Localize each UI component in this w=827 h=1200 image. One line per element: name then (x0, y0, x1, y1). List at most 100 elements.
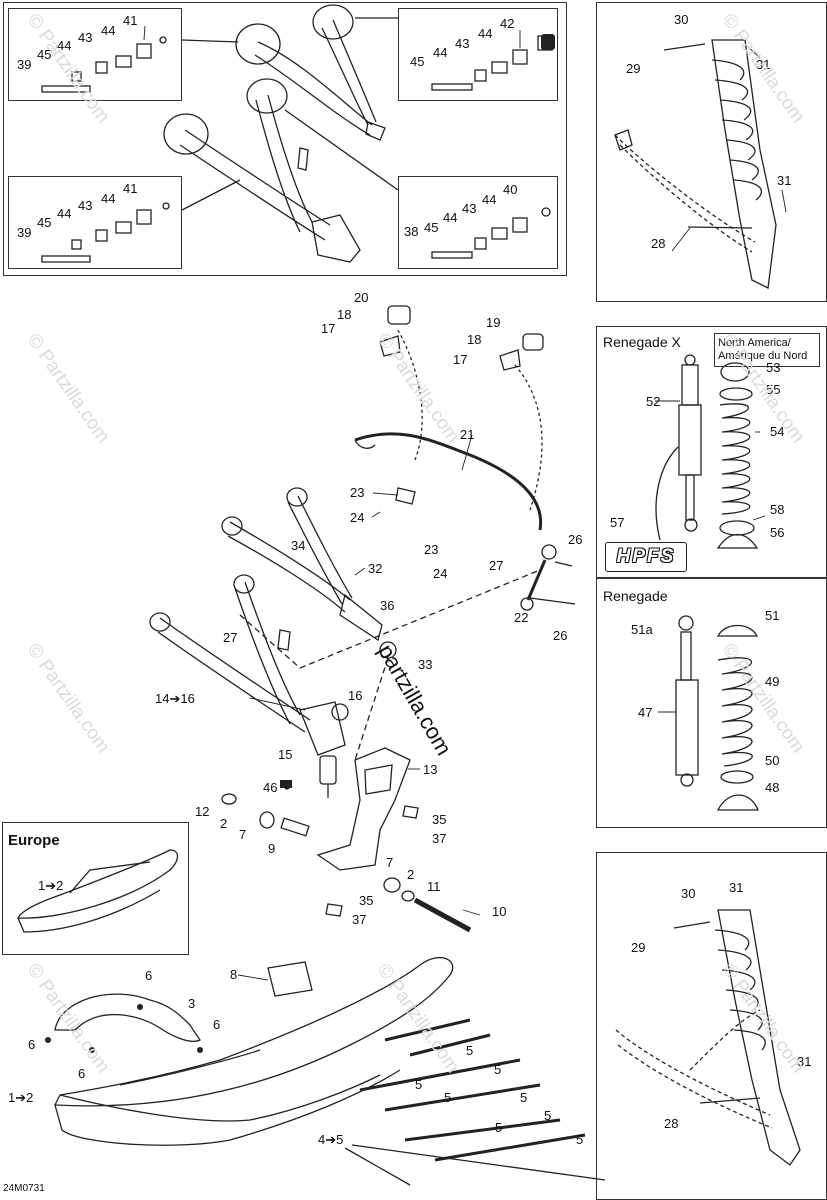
bushing-detail-top-left (8, 8, 182, 101)
callout-label: 44 (433, 45, 448, 60)
bushing-row-br (431, 207, 551, 259)
callout-label: 33 (418, 657, 433, 672)
renegade-title: Renegade (603, 588, 668, 604)
callout-label: 18 (467, 332, 482, 347)
callout-label: 7 (239, 827, 247, 842)
callout-label: 5 (520, 1090, 528, 1105)
callout-label: 5 (415, 1077, 423, 1092)
callout-label: 23 (350, 485, 365, 500)
callout-label: 31 (777, 173, 792, 188)
callout-label: 35 (359, 893, 374, 908)
callout-label: 7 (386, 855, 394, 870)
callout-label: 43 (78, 198, 93, 213)
callout-label: 4➔5 (318, 1132, 344, 1147)
callout-label: 34 (291, 538, 306, 553)
callout-label: 26 (568, 532, 583, 547)
callout-label: 2 (407, 867, 415, 882)
callout-label: 6 (213, 1017, 221, 1032)
callout-label: 44 (101, 191, 116, 206)
bushing-detail-top-right (398, 8, 558, 101)
region-note-box: North America/ Amérique du Nord (714, 333, 820, 367)
callout-label: 56 (770, 525, 785, 540)
callout-label: 27 (489, 558, 504, 573)
callout-label: 40 (503, 182, 518, 197)
callout-label: 5 (544, 1108, 552, 1123)
shock-panel-bottom (596, 852, 827, 1200)
callout-label: 38 (404, 224, 419, 239)
callout-label: 32 (368, 561, 383, 576)
callout-label: 29 (626, 61, 641, 76)
callout-label: 45 (37, 215, 52, 230)
callout-label: 44 (101, 23, 116, 38)
bushing-row-tl (41, 36, 167, 93)
callout-label: 44 (57, 206, 72, 221)
callout-label: 14➔16 (155, 691, 195, 706)
renegade-x-title: Renegade X (603, 334, 681, 350)
callout-label: 5 (576, 1132, 584, 1147)
callout-label: 8 (230, 967, 238, 982)
callout-label: 24 (433, 566, 448, 581)
callout-label: 43 (455, 36, 470, 51)
callout-label: 43 (78, 30, 93, 45)
renegade-x-panel (596, 326, 827, 578)
callout-label: 44 (443, 210, 458, 225)
callout-label: 45 (410, 54, 425, 69)
callout-label: 44 (57, 38, 72, 53)
callout-label: 49 (765, 674, 780, 689)
callout-label: 27 (223, 630, 238, 645)
callout-label: 45 (424, 220, 439, 235)
bushing-detail-bottom-left (8, 176, 182, 269)
bushing-row-bl (41, 202, 170, 263)
callout-label: 55 (766, 382, 781, 397)
callout-label: 17 (453, 352, 468, 367)
callout-label: 54 (770, 424, 785, 439)
callout-label: 39 (17, 225, 32, 240)
callout-label: 45 (37, 47, 52, 62)
callout-label: 41 (123, 13, 138, 28)
callout-label: 35 (432, 812, 447, 827)
callout-label: 18 (337, 307, 352, 322)
callout-label: 30 (674, 12, 689, 27)
callout-label: 6 (78, 1066, 86, 1081)
europe-ski-label: 1➔2 (38, 878, 64, 893)
callout-label: 28 (664, 1116, 679, 1131)
callout-label: 21 (460, 427, 475, 442)
callout-label: 17 (321, 321, 336, 336)
callout-label: 12 (195, 804, 210, 819)
callout-label: 41 (123, 181, 138, 196)
callout-label: 50 (765, 753, 780, 768)
shock-panel-top (596, 2, 827, 302)
callout-label: 11 (427, 879, 441, 894)
callout-label: 19 (486, 315, 501, 330)
callout-label: 58 (770, 502, 785, 517)
callout-label: 48 (765, 780, 780, 795)
hpfs-logo: HPFS (605, 542, 687, 572)
callout-label: 31 (797, 1054, 812, 1069)
callout-label: 31 (729, 880, 744, 895)
callout-label: 31 (756, 57, 771, 72)
callout-label: 39 (17, 57, 32, 72)
callout-label: 47 (638, 705, 653, 720)
callout-label: 3 (188, 996, 196, 1011)
callout-label: 5 (494, 1062, 502, 1077)
callout-label: 1➔2 (8, 1090, 34, 1105)
callout-label: 15 (278, 747, 293, 762)
callout-label: 44 (482, 192, 497, 207)
callout-label: 53 (766, 360, 781, 375)
bushing-row-tr (431, 35, 553, 91)
callout-label: 13 (423, 762, 438, 777)
callout-label: 30 (681, 886, 696, 901)
callout-label: 2 (220, 816, 228, 831)
callout-label: 51a (631, 622, 653, 637)
callout-label: 6 (145, 968, 153, 983)
callout-label: 10 (492, 904, 507, 919)
drawing-code: 24M0731 (3, 1183, 45, 1194)
callout-label: 28 (651, 236, 666, 251)
callout-label: 42 (500, 16, 515, 31)
callout-label: 46 (263, 780, 278, 795)
europe-title: Europe (8, 832, 60, 849)
callout-label: 5 (495, 1120, 503, 1135)
callout-label: 43 (462, 201, 477, 216)
callout-label: 29 (631, 940, 646, 955)
